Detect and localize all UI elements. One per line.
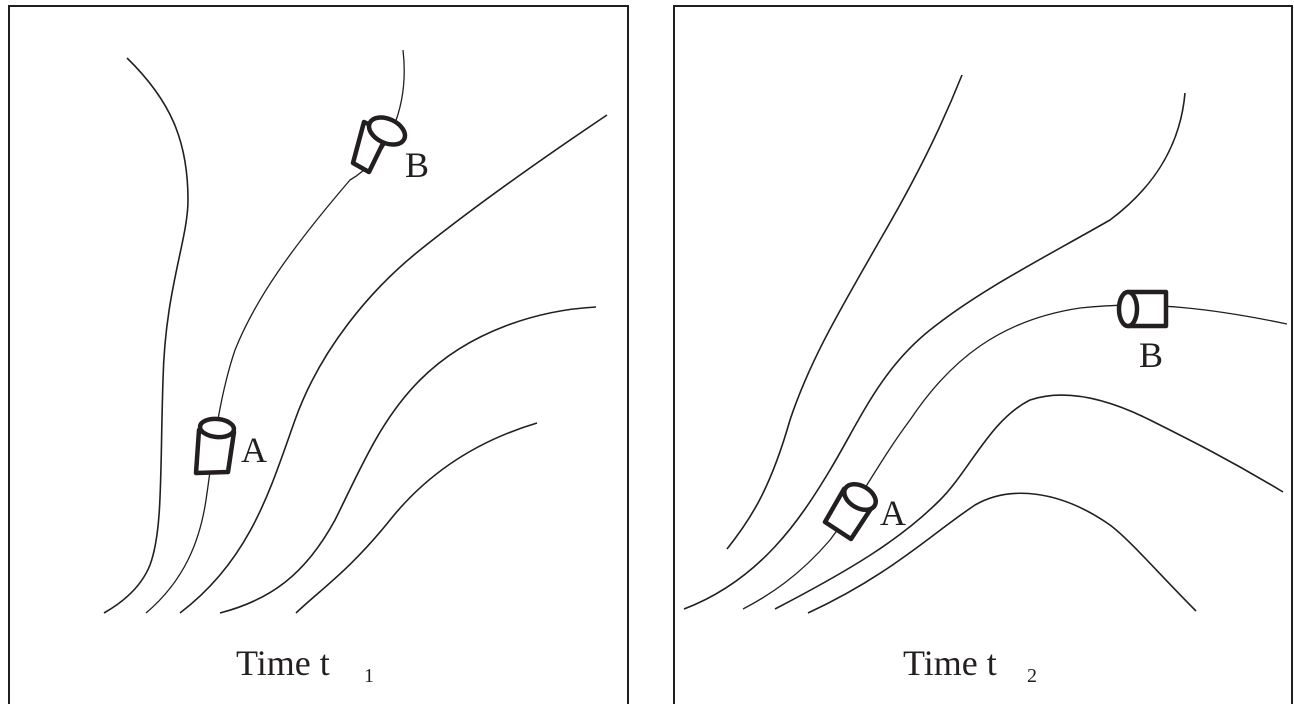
panel-time-t1: B A Time t 1: [8, 5, 629, 704]
streamline: [683, 92, 1186, 610]
streamline: [103, 57, 189, 614]
streamline: [295, 422, 538, 614]
streamline-drifters: [742, 304, 1288, 610]
drifter-a: [193, 416, 237, 476]
streamline: [179, 114, 608, 614]
drifter-b: [350, 115, 408, 175]
panel-time-t2: B A Time t 2: [673, 5, 1293, 704]
drifter-a: [822, 481, 878, 542]
drifter-b-label: B: [405, 145, 429, 185]
drifter-b-label: B: [1139, 335, 1163, 375]
panel-caption: Time t: [236, 643, 330, 683]
streamline: [726, 74, 963, 550]
panel-frame: [8, 5, 629, 704]
drifter-a-label: A: [880, 493, 906, 533]
streamline: [807, 492, 1197, 614]
panel-frame: [673, 5, 1293, 704]
drifter-a-label: A: [241, 430, 267, 470]
streamline: [774, 394, 1284, 610]
streamline: [219, 306, 597, 614]
panel-caption: Time t: [903, 643, 997, 683]
panel-caption-subscript: 2: [1027, 665, 1037, 687]
drifter-b: [1116, 289, 1169, 329]
panel-caption-subscript: 1: [364, 665, 374, 687]
